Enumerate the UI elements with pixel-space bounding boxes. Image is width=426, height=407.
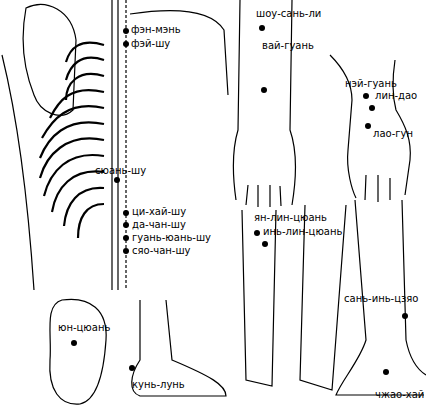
point-label: ян-лин-цюань: [254, 212, 327, 224]
forearm-outline: [233, 0, 295, 205]
finger-lines: [365, 175, 390, 202]
point-label: гуань-юань-шу: [132, 232, 211, 244]
point-label: юн-цюань: [58, 322, 110, 334]
body-outline: [2, 55, 34, 290]
sole-outline: [50, 299, 106, 404]
foot-outline: [132, 300, 226, 396]
finger-lines: [246, 185, 281, 207]
point-label: нэй-гуань: [345, 78, 397, 90]
point-label: инь-лин-цюань: [263, 226, 342, 238]
leg-outline: [242, 205, 346, 390]
point-label: лао-гун: [373, 128, 413, 140]
point-label: чжао-хай: [375, 389, 424, 401]
spine-line: [117, 0, 118, 290]
point-label: сань-инь-цзяо: [344, 293, 418, 305]
point-label: фэй-шу: [131, 38, 170, 50]
point-label: кунь-лунь: [132, 379, 185, 391]
point-label: фэн-мэнь: [131, 24, 181, 36]
point-label: шоу-сань-ли: [256, 8, 321, 20]
point-label: ци-хай-шу: [132, 206, 186, 218]
point-label: да-чан-шу: [132, 219, 186, 231]
scapula: [23, 5, 76, 116]
ribs: [40, 43, 104, 238]
lower-leg-outline: [336, 200, 426, 395]
acupoint-dots: [71, 25, 408, 375]
shoulder-outline: [130, 11, 228, 95]
hand-outline: [330, 55, 410, 198]
spine-line: [111, 0, 112, 290]
point-label: сяо-чан-шу: [132, 245, 191, 257]
point-label: сюань-шу: [95, 165, 146, 177]
point-label: вай-гуань: [262, 40, 314, 52]
point-label: лин-дао: [375, 90, 417, 102]
